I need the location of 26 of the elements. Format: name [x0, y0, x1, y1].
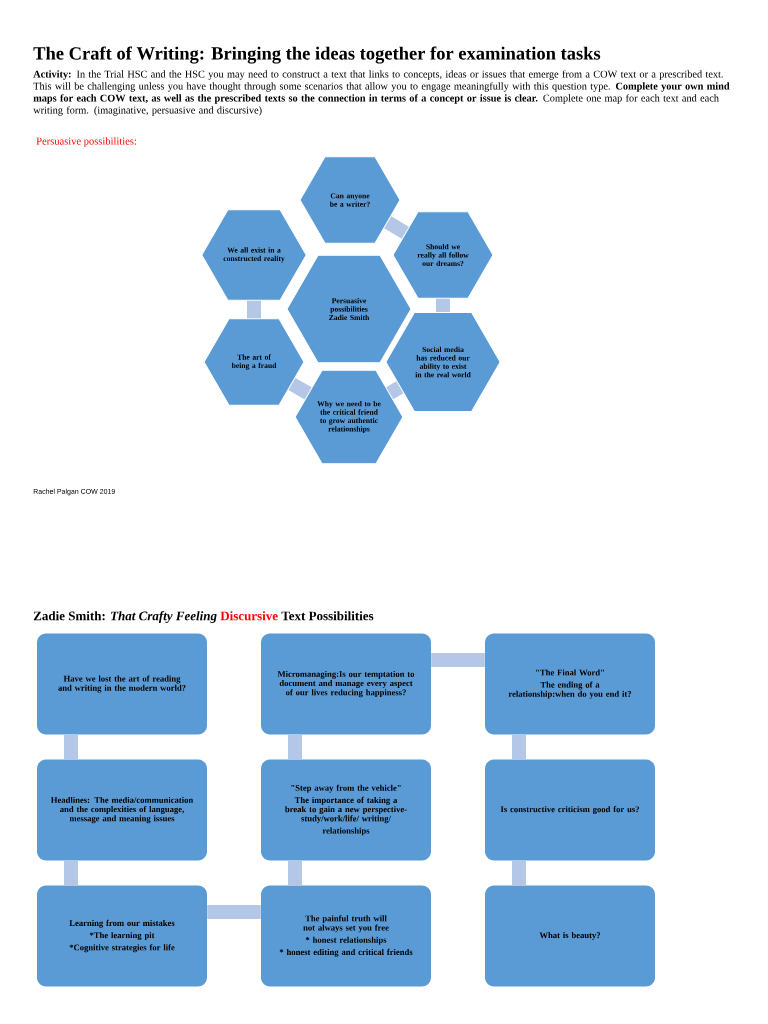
rounded-box: The painful truth will not always set you free * honest relationships * honest editing and critical friends	[261, 885, 431, 987]
connector-bar	[512, 860, 526, 886]
rounded-box: Learning from our mistakes *The learning pit *Cognitive strategies for life	[37, 885, 207, 987]
connector-bar	[288, 377, 312, 400]
connector-bar	[386, 381, 404, 400]
connector-bar	[247, 300, 261, 319]
subheading: Persuasive possibilities:	[36, 137, 136, 147]
section-heading: Zadie Smith: That Crafty Feeling Discursive Text Possibilities	[33, 611, 374, 623]
rounded-box: What is beauty?	[485, 885, 655, 987]
rounded-box: "Step away from the vehicle" The importance of taking a break to gain a new perspective-study/work/life/ writing/ relationships	[261, 759, 431, 861]
activity-paragraph: Activity: In the Trial HSC and the HSC you may need to construct a text that links to concepts, ideas or issues that emerge from a COW text or a prescribed text. This will be challenging unless you have thought through some scenarios that allow you to engage meaningfully with this question type. Complete your own mind maps for each COW text, as well as the prescribed texts so the connection in terms of a concept or issue is clear. Complete one map for each text and each writing form. (imaginative, persuasive and discursive)	[33, 70, 730, 116]
connector-bar	[207, 905, 261, 919]
rounded-box: Is constructive criticism good for us?	[485, 759, 655, 861]
connector-bar	[436, 298, 450, 312]
rounded-box: Have we lost the art of reading and writing in the modern world?	[37, 633, 207, 735]
connector-bar	[288, 734, 302, 760]
heading: The Craft of Writing: Bringing the ideas together for examination tasks	[33, 46, 601, 64]
rounded-box: "The Final Word" The ending of a relationship:when do you end it?	[485, 633, 655, 735]
rounded-box: Micromanaging:Is our temptation to document and manage every aspect of our lives reducing happiness?	[261, 633, 431, 735]
rounded-box: Headlines: The media/communication and the complexities of language, message and meaning issues	[37, 759, 207, 861]
connector-bar	[512, 734, 526, 760]
connector-bar	[431, 653, 485, 667]
connector-bar	[288, 860, 302, 886]
connector-bar	[64, 860, 78, 886]
connector-bar	[384, 216, 409, 239]
connector-bar	[64, 734, 78, 760]
